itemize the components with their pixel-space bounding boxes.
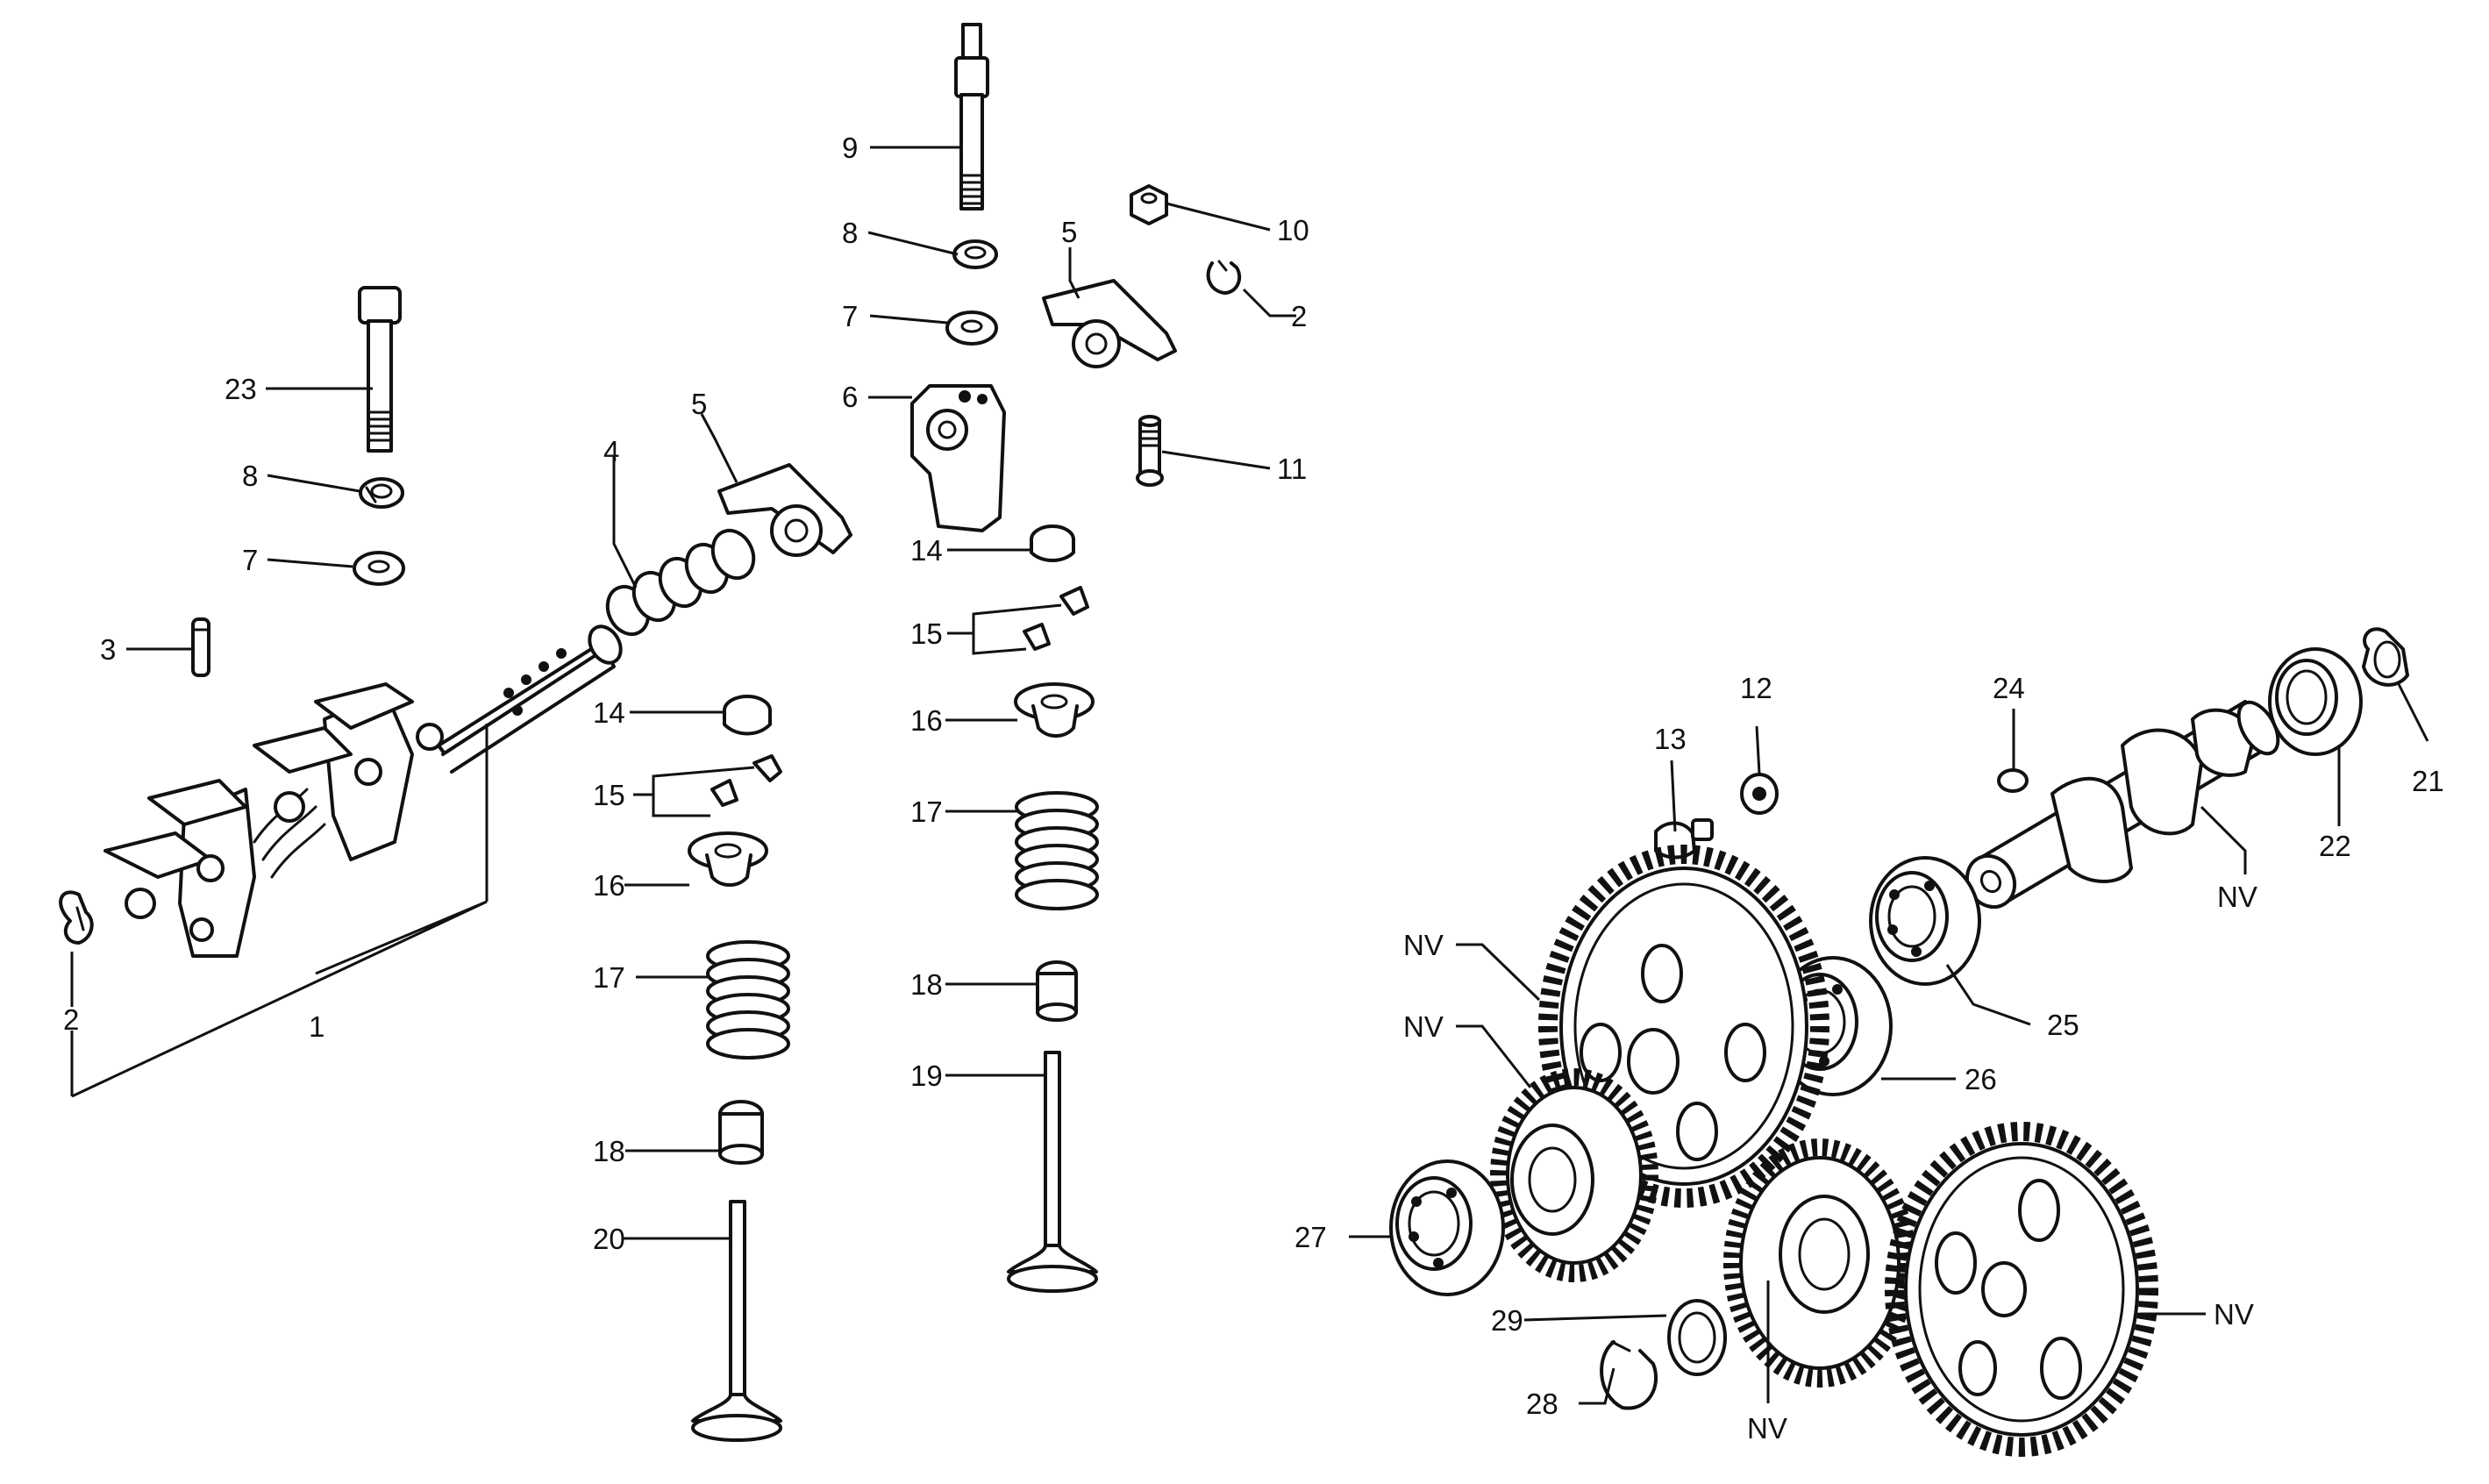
key-part-24 [1997,768,2029,793]
label-3: 3 [100,633,116,666]
label-23: 23 [225,373,257,405]
label-7-right: 7 [842,300,858,332]
pin-part-3 [191,617,210,677]
label-nv-upper-gear: NV [1403,929,1444,961]
valve-spring-part-17-right [1015,791,1099,910]
label-18-right: 18 [910,968,943,1001]
label-1: 1 [309,1010,324,1043]
label-26: 26 [1965,1063,1997,1095]
split-washer-part-8-left [359,477,404,509]
label-16-left: 16 [593,869,625,902]
bearing-part-25 [1869,856,1981,986]
valve-cap-part-14-left [723,695,772,736]
valve-keepers-part-15-left [710,754,782,807]
label-27: 27 [1294,1221,1327,1253]
valve-part-20 [691,1200,782,1442]
label-5-left: 5 [691,388,707,420]
label-16-right: 16 [910,704,943,737]
spring-part-4 [605,528,756,637]
label-nv-right-gear: NV [2214,1298,2254,1331]
label-13: 13 [1654,723,1687,755]
stud-part-9 [954,23,989,210]
spring-retainer-part-16-right [1014,682,1095,738]
valve-part-19 [1007,1051,1098,1293]
label-12: 12 [1740,672,1772,704]
washer-part-7-left [353,551,405,586]
valve-spring-part-17-left [706,940,790,1059]
split-washer-part-8-right [952,239,998,269]
label-15-right: 15 [910,617,943,650]
spring-retainer-part-16-left [688,831,768,887]
label-28: 28 [1526,1388,1558,1420]
gear-medium-center [1723,1138,1916,1388]
label-14-left: 14 [593,696,625,729]
circlip-part-2-left [59,890,94,945]
label-24: 24 [1993,672,2025,704]
label-8-left: 8 [242,460,258,492]
label-5-right: 5 [1061,216,1077,248]
label-8-right: 8 [842,217,858,249]
nut-part-10 [1130,184,1168,225]
circlip-part-2-right [1206,260,1242,295]
label-4: 4 [603,435,619,467]
rocker-support-part-6 [910,384,1006,532]
ring-part-29 [1667,1299,1727,1376]
gear-small-left [1490,1068,1658,1282]
label-25: 25 [2047,1009,2079,1041]
valve-guide-part-18-right [1036,960,1078,1022]
label-10: 10 [1277,214,1309,246]
circlip-part-21 [2362,627,2409,687]
label-2-left: 2 [63,1003,79,1036]
bolt-part-23 [358,286,402,453]
label-22: 22 [2319,830,2351,862]
label-20: 20 [593,1223,625,1255]
leader-lines [70,146,2429,1405]
label-nv-small-gear: NV [1403,1010,1444,1043]
label-19: 19 [910,1059,943,1092]
label-7-left: 7 [242,544,258,576]
label-11: 11 [1277,453,1307,485]
label-9: 9 [842,132,858,164]
gear-large-upper [1538,845,1829,1208]
label-21: 21 [2412,765,2444,797]
callout-labels: 1 2 2 3 4 5 5 6 7 7 8 8 9 10 11 12 13 14… [63,132,2444,1445]
circlip-part-28 [1600,1340,1658,1410]
label-14-right: 14 [910,534,943,567]
label-nv-center-gear: NV [1747,1412,1787,1445]
valve-cap-part-14-right [1030,524,1075,562]
bearing-part-22 [2268,647,2363,756]
label-2-right: 2 [1291,300,1307,332]
rocker-arm-part-5-right [1042,279,1177,368]
gear-large-lower-right [1885,1122,2158,1457]
valve-guide-part-18-left [718,1100,764,1165]
screw-part-11 [1136,415,1164,487]
washer-part-12 [1740,773,1779,815]
bearing-part-27 [1389,1159,1505,1296]
label-nv-camshaft: NV [2217,881,2257,913]
rocker-arm-part-5-left [717,463,852,557]
washer-part-7-right [945,310,998,346]
label-6: 6 [842,381,858,413]
rocker-shaft-assembly [103,624,623,958]
label-18-left: 18 [593,1135,625,1167]
label-15-left: 15 [593,779,625,811]
valve-keepers-part-15-right [1023,586,1089,651]
label-17-left: 17 [593,961,625,994]
camshaft [1965,700,2280,910]
label-17-right: 17 [910,796,943,828]
label-29: 29 [1491,1304,1523,1337]
